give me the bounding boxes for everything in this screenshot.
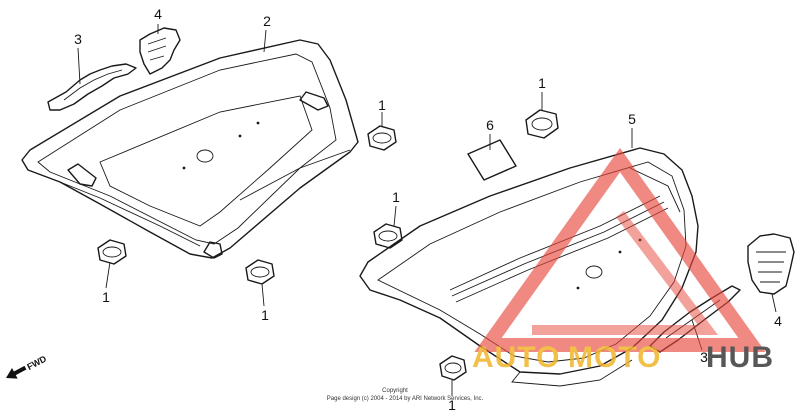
callout-4-left: 4	[154, 6, 162, 22]
caution-label[interactable]	[467, 139, 517, 181]
fwd-indicator: FWD	[6, 353, 49, 379]
emblem-right[interactable]	[747, 233, 795, 295]
callout-1-lower-left: 1	[102, 289, 110, 305]
callout-4-right: 4	[774, 313, 782, 329]
grommet-lower-left[interactable]	[97, 239, 127, 265]
watermark-moto: MOTO	[568, 341, 661, 374]
watermark-logo: AUTO MOTO HUB	[472, 147, 774, 374]
left-side-cover[interactable]	[21, 39, 359, 259]
right-side-cover[interactable]	[359, 147, 699, 387]
callout-1-lower-center: 1	[261, 307, 269, 323]
leader-lines	[77, 24, 777, 396]
callout-2: 2	[263, 13, 271, 29]
callout-1-mid-left: 1	[378, 97, 386, 113]
grommet-bottom[interactable]	[439, 355, 467, 381]
callout-3-left: 3	[74, 31, 82, 47]
grommet-mid-left[interactable]	[367, 125, 397, 151]
callout-6: 6	[486, 117, 494, 133]
callout-5: 5	[628, 111, 636, 127]
callout-1-mid-right: 1	[392, 189, 400, 205]
callout-1-top: 1	[538, 75, 546, 91]
copyright-text: Page design (c) 2004 - 2014 by ARI Netwo…	[327, 396, 484, 402]
mark-plate-left[interactable]	[139, 27, 181, 75]
emblem-left[interactable]	[47, 63, 137, 111]
copyright-title: Copyright	[382, 388, 408, 394]
watermark-triangle-icon	[474, 147, 766, 352]
callout-1-bottom: 1	[448, 397, 456, 413]
watermark-hub: HUB	[706, 341, 774, 374]
grommet-mid-right[interactable]	[373, 223, 403, 249]
fwd-label: FWD	[25, 353, 48, 372]
callout-3-right: 3	[700, 349, 708, 365]
fwd-arrow-icon	[6, 365, 27, 379]
grommet-top-right[interactable]	[525, 109, 559, 139]
grommet-lower-center[interactable]	[245, 259, 275, 285]
watermark-auto: AUTO	[472, 341, 560, 374]
